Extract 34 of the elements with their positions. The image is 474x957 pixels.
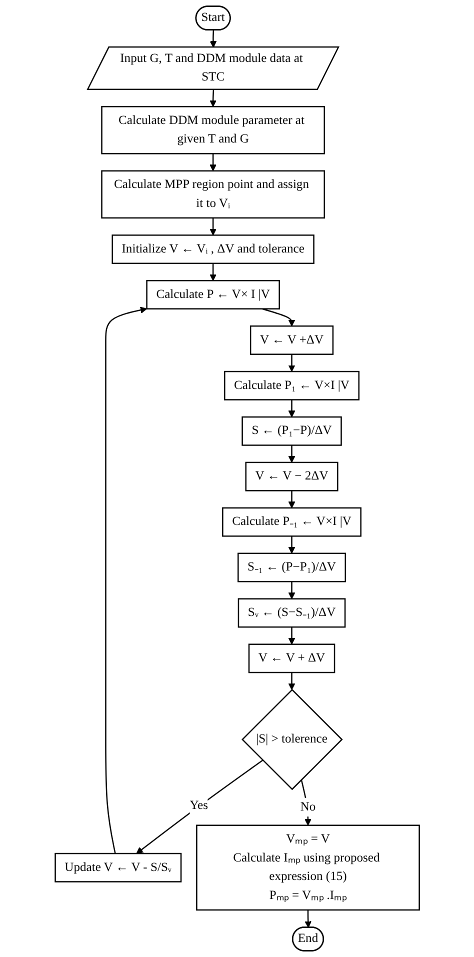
arrow	[209, 263, 216, 281]
node-box: Calculate MPP region point and assign it to Vᵢ	[100, 170, 325, 219]
arrow	[288, 627, 295, 645]
edge-label: No	[300, 800, 316, 814]
arrow	[209, 30, 216, 48]
node-box: Sᵥ ← (S−S₋₁)/ΔV	[238, 598, 346, 628]
node-box: Calculate DDM module parameter at given T and G	[100, 106, 325, 154]
node-box: V ← V − 2ΔV	[244, 462, 338, 492]
arrow	[288, 445, 295, 463]
node-box: Initialize V ← Vᵢ , ΔV and tolerance	[111, 234, 314, 264]
node-box: S₋₁ ← (P−P₁)/ΔV	[237, 552, 346, 582]
arrow	[209, 154, 216, 172]
node-box: Calculate P₋₁ ← V×I |V	[222, 507, 362, 537]
arrow	[288, 490, 295, 508]
node-box: Update V ← V - S/Sᵥ	[54, 852, 182, 882]
arrow	[288, 354, 295, 372]
arrow	[209, 218, 216, 236]
node-box: V ← V + ΔV	[248, 644, 335, 674]
arrow	[288, 536, 295, 554]
arrow	[136, 760, 263, 854]
edge-label: Yes	[189, 798, 208, 812]
arrow	[104, 306, 147, 854]
arrow	[288, 582, 295, 600]
arrow	[288, 400, 295, 418]
node-box: Vₘₚ = V Calculate Iₘₚ using proposed expression (15) Pₘₚ = Vₘₚ .Iₘₚ	[196, 824, 420, 911]
node-box: Calculate P ← V× I |V	[146, 280, 280, 310]
arrow	[288, 672, 295, 690]
arrow	[209, 90, 216, 107]
node-box: S ← (P₁−P)/ΔV	[241, 416, 342, 446]
arrow	[261, 308, 295, 326]
node-box: Calculate P₁ ← V×I |V	[224, 370, 360, 400]
node-box: V ← V +ΔV	[250, 325, 334, 355]
arrow	[304, 910, 312, 928]
node-diamond: |S| > tolerence	[241, 688, 343, 790]
